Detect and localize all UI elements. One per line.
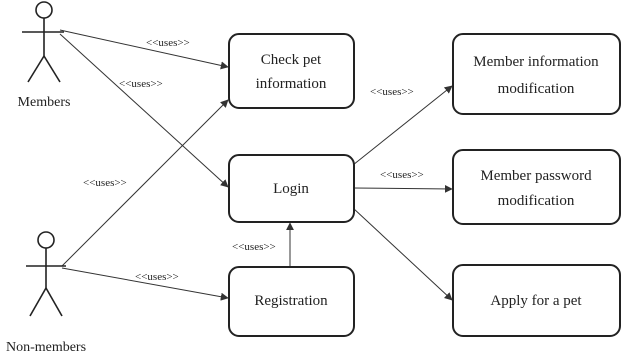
stick-figure-icon bbox=[26, 231, 66, 317]
edge-nonmembers-check-pet bbox=[61, 99, 229, 267]
use-case-member-information-modification: Member information modification bbox=[452, 33, 621, 115]
edge-members-login bbox=[59, 33, 229, 188]
use-case-registration: Registration bbox=[228, 266, 355, 337]
rel-label-nonmembers-check-pet: <<uses>> bbox=[83, 177, 127, 189]
rel-label-registration-login: <<uses>> bbox=[232, 241, 276, 253]
use-case-label-line-1: Check pet bbox=[261, 52, 322, 68]
use-case-check-pet-information: Check pet information bbox=[228, 33, 355, 109]
rel-label-nonmembers-registration: <<uses>> bbox=[135, 271, 179, 283]
use-case-label-line-2: modification bbox=[498, 193, 575, 209]
rel-label-members-login: <<uses>> bbox=[119, 78, 163, 90]
stick-figure-icon bbox=[22, 1, 64, 83]
use-case-member-password-modification: Member password modification bbox=[452, 149, 621, 225]
edge-login-apply-pet bbox=[352, 207, 453, 301]
actor-members: Members bbox=[18, 1, 71, 110]
use-case-login: Login bbox=[228, 154, 355, 223]
edge-login-member-password bbox=[352, 184, 453, 193]
edges bbox=[59, 29, 453, 301]
use-case-label-line-1: Member password bbox=[480, 168, 592, 184]
edge-members-check-pet bbox=[59, 29, 229, 70]
use-case-label: Login bbox=[273, 181, 309, 197]
use-case-label-line-2: modification bbox=[498, 81, 575, 97]
rel-label-login-member-password: <<uses>> bbox=[380, 169, 424, 181]
use-case-label-line-1: Member information bbox=[473, 54, 599, 70]
actor-label: Non-members bbox=[6, 340, 86, 355]
use-case-label: Registration bbox=[254, 293, 328, 309]
edge-login-member-info bbox=[352, 85, 453, 166]
use-case-apply-for-a-pet: Apply for a pet bbox=[452, 264, 621, 337]
use-case-label: Apply for a pet bbox=[490, 293, 582, 309]
actor-label: Members bbox=[18, 95, 71, 110]
rel-label-members-check-pet: <<uses>> bbox=[146, 37, 190, 49]
edge-nonmembers-registration bbox=[61, 267, 229, 301]
use-case-label-line-2: information bbox=[256, 76, 327, 92]
rel-label-login-member-info: <<uses>> bbox=[370, 86, 414, 98]
actor-nonmembers: Non-members bbox=[6, 231, 86, 355]
edge-labels: <<uses>> <<uses>> <<uses>> <<uses>> <<us… bbox=[83, 37, 424, 283]
